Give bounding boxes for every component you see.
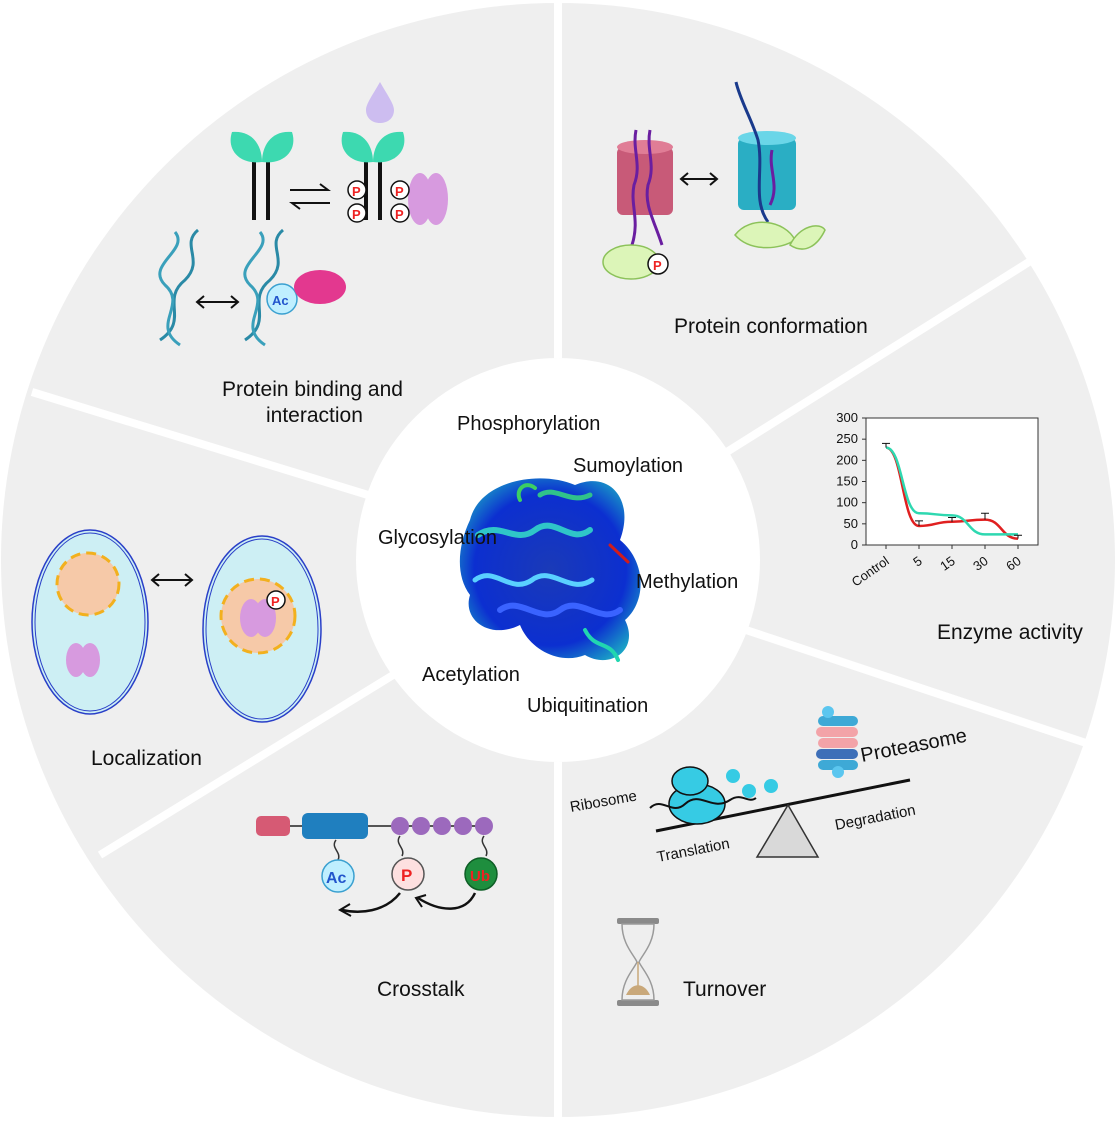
svg-text:Ac: Ac xyxy=(326,870,347,887)
dna-helix-acetylated xyxy=(243,228,285,347)
label-enzyme-activity: Enzyme activity xyxy=(937,621,1083,644)
chart-x-tick-label: 30 xyxy=(970,553,990,574)
crosstalk-arrows xyxy=(337,892,477,917)
ptm-label-acetylation: Acetylation xyxy=(422,664,520,686)
channel-open xyxy=(734,81,826,250)
crosstalk-p-badge: P xyxy=(391,857,425,891)
label-turnover: Turnover xyxy=(683,978,766,1001)
hourglass-icon xyxy=(617,918,659,1006)
svg-text:P: P xyxy=(395,184,404,199)
chart-x-tick-label: 60 xyxy=(1003,553,1023,574)
ligand-drop-icon xyxy=(366,82,394,123)
ptm-label-sumoylation: Sumoylation xyxy=(573,455,683,477)
label-localization: Localization xyxy=(91,747,202,770)
chart-series-line-1 xyxy=(885,446,1018,536)
chart-x-tick-label: 15 xyxy=(937,553,957,574)
chart-y-tick-label: 300 xyxy=(836,410,858,425)
acetyl-badge: Ac xyxy=(266,283,298,315)
chart-frame xyxy=(865,417,1039,546)
chart-y-tick-label: 50 xyxy=(844,516,858,531)
dna-helix-left xyxy=(158,228,200,347)
chart-y-tick-label: 250 xyxy=(836,431,858,446)
protein-structure-image xyxy=(459,478,641,662)
channel-closed: P xyxy=(602,129,673,280)
localization-arrow-icon xyxy=(150,573,194,587)
chart-series xyxy=(882,442,1022,540)
label-crosstalk: Crosstalk xyxy=(377,978,465,1001)
ptm-label-phosphorylation: Phosphorylation xyxy=(457,413,600,435)
ptm-label-ubiquitination: Ubiquitination xyxy=(527,695,648,717)
conformation-arrow-icon xyxy=(679,172,719,186)
crosstalk-links xyxy=(333,835,488,861)
label-protein-conformation: Protein conformation xyxy=(674,315,868,338)
svg-text:P: P xyxy=(653,258,662,273)
sector-dividers xyxy=(30,3,1094,1117)
double-arrow-icon xyxy=(195,295,240,309)
svg-text:P: P xyxy=(401,866,412,885)
ptm-label-methylation: Methylation xyxy=(636,571,738,593)
label-protein-binding-line2: interaction xyxy=(266,404,363,427)
receptor-dimer-left xyxy=(230,131,294,220)
svg-text:P: P xyxy=(352,207,361,222)
crosstalk-ub-badge: Ub xyxy=(464,857,498,891)
equilibrium-arrows-icon xyxy=(289,183,331,210)
label-protein-binding: Protein binding and xyxy=(222,378,403,401)
ptm-label-glycosylation: Glycosylation xyxy=(378,527,497,549)
proteasome-icon xyxy=(816,706,858,778)
chart-y-axis: 0 50 100 150 200 250 300 xyxy=(836,410,866,552)
chart-series-line-0 xyxy=(885,446,1019,540)
svg-text:P: P xyxy=(352,184,361,199)
protein-domain-track xyxy=(256,813,493,839)
svg-text:Ub: Ub xyxy=(470,868,490,885)
svg-text:P: P xyxy=(271,594,280,609)
ribosome-icon xyxy=(649,766,778,825)
crosstalk-ac-badge: Ac xyxy=(321,859,355,893)
phospho-badges: P P P P xyxy=(347,180,410,223)
chart-y-tick-label: 0 xyxy=(851,537,858,552)
cell-right: P xyxy=(202,535,322,723)
binding-protein-magenta xyxy=(294,270,346,304)
chart-y-tick-label: 150 xyxy=(836,474,858,489)
svg-text:Ac: Ac xyxy=(272,293,289,308)
svg-text:P: P xyxy=(395,207,404,222)
chart-y-tick-label: 100 xyxy=(836,495,858,510)
chart-y-tick-label: 200 xyxy=(836,452,858,467)
cell-left xyxy=(31,529,149,715)
